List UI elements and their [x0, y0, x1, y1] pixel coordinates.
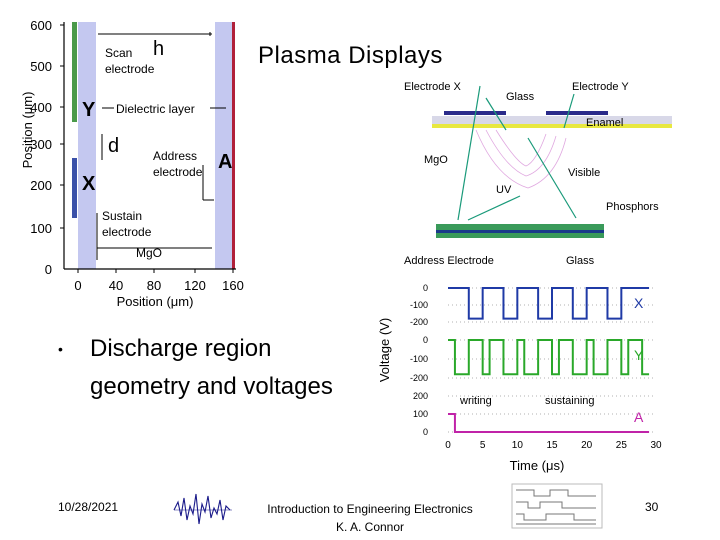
x-tick-label: 25 — [616, 440, 628, 451]
y-tick-label: 0 — [423, 427, 428, 437]
x-tick-label: 10 — [512, 440, 524, 451]
x-electrode-label: X — [82, 173, 96, 195]
dielectric-label: Dielectric layer — [116, 102, 195, 116]
address-electrode-bar — [232, 22, 235, 269]
series-line-Y — [448, 339, 650, 376]
series-label-A: A — [634, 409, 644, 425]
phosphors-label: Phosphors — [606, 201, 659, 213]
series-line-A — [448, 413, 650, 433]
footer-date: 10/28/2021 — [58, 500, 119, 514]
enamel-layer — [432, 124, 672, 128]
series-line-X — [448, 287, 650, 320]
x-tick: 160 — [222, 278, 244, 293]
annotation-sustaining: sustaining — [545, 395, 595, 407]
waveform-logo — [173, 493, 232, 525]
h-label: h — [153, 38, 164, 60]
plasma-glow — [475, 129, 567, 189]
y-tick: 100 — [30, 221, 52, 236]
y-tick: 500 — [30, 59, 52, 74]
address-electrode-label: Address Electrode — [404, 255, 494, 267]
geometry-figure: 600 500 400 300 200 100 0 0 40 80 120 16… — [20, 18, 244, 309]
circuit-logo — [511, 483, 603, 529]
electrode-x-label: Electrode X — [404, 81, 462, 93]
bullet-marker: • — [58, 341, 63, 357]
footer-course: Introduction to Engineering Electronics … — [250, 500, 490, 536]
x-tick-label: 5 — [480, 440, 486, 451]
x-tick: 40 — [109, 278, 123, 293]
electrode-y-label: Electrode Y — [572, 81, 629, 93]
y-tick-label: 0 — [423, 283, 428, 293]
y-tick-label: 100 — [413, 409, 428, 419]
y-axis-label: Voltage (V) — [377, 318, 392, 382]
y-tick-label: -200 — [410, 317, 428, 327]
scan-electrode-bar — [72, 22, 77, 122]
y-tick: 0 — [45, 262, 52, 277]
y-tick: 400 — [30, 100, 52, 115]
y-tick: 600 — [30, 18, 52, 33]
x-tick: 120 — [184, 278, 206, 293]
bullet-text: Discharge region geometry and voltages — [90, 335, 333, 400]
y-axis-label: Position (μm) — [20, 92, 35, 169]
electrode-y-bar — [546, 111, 608, 115]
x-tick: 80 — [147, 278, 161, 293]
y-tick-label: -100 — [410, 354, 428, 364]
footer-author: K. A. Connor — [335, 520, 405, 534]
glass-top-label: Glass — [506, 91, 535, 103]
y-tick: 300 — [30, 137, 52, 152]
y-electrode-label: Y — [82, 99, 96, 121]
x-tick: 0 — [74, 278, 81, 293]
series-label-X: X — [634, 295, 644, 311]
mgo-label: MgO — [136, 246, 162, 260]
chart-series — [448, 287, 650, 433]
front-dielectric-region — [78, 22, 96, 269]
mgo-label: MgO — [424, 154, 448, 166]
y-tick-label: -100 — [410, 300, 428, 310]
x-tick-label: 20 — [581, 440, 593, 451]
back-dielectric-region — [215, 22, 233, 269]
x-axis-label: Time (μs) — [510, 458, 565, 473]
y-tick: 200 — [30, 178, 52, 193]
sustain-electrode-bar — [72, 158, 77, 218]
y-tick-label: -200 — [410, 373, 428, 383]
x-tick-label: 30 — [650, 440, 662, 451]
annotation-writing: writing — [459, 395, 492, 407]
x-axis-label: Position (μm) — [117, 294, 194, 309]
y-tick-label: 0 — [423, 335, 428, 345]
light-rays — [457, 85, 577, 221]
glass-layer — [432, 116, 672, 124]
x-tick-label: 15 — [546, 440, 558, 451]
visible-label: Visible — [568, 167, 600, 179]
footer-course-title: Introduction to Engineering Electronics — [267, 502, 473, 516]
d-label: d — [108, 135, 119, 157]
enamel-label: Enamel — [586, 117, 623, 129]
uv-label: UV — [496, 184, 512, 196]
cell-figure: Electrode X Glass Electrode Y Enamel MgO… — [404, 81, 672, 267]
address-electrode-bar — [436, 230, 604, 233]
glass-bottom-label: Glass — [566, 255, 595, 267]
series-label-Y: Y — [634, 347, 644, 363]
x-tick-label: 0 — [445, 440, 451, 451]
a-electrode-label: A — [218, 151, 232, 173]
slide-title: Plasma Displays — [258, 42, 443, 69]
y-tick-label: 200 — [413, 391, 428, 401]
footer-page-number: 30 — [645, 500, 659, 514]
